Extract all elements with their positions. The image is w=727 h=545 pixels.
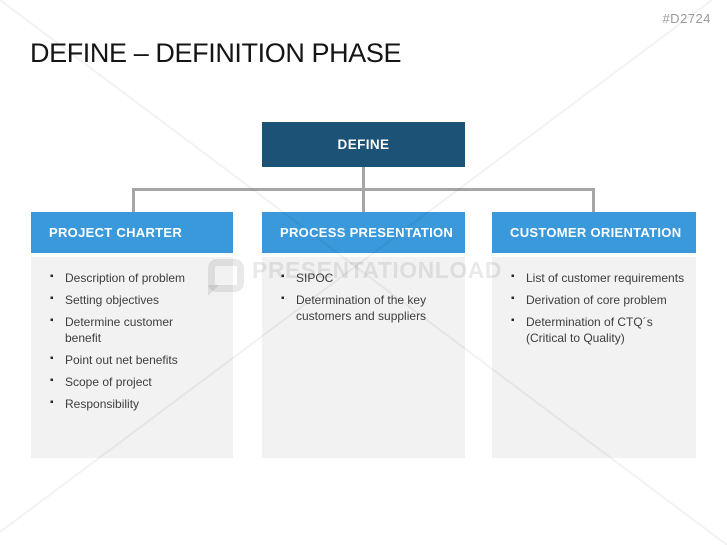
column-body: Description of problem Setting objective… <box>31 257 233 458</box>
column-body: List of customer requirements Derivation… <box>492 257 696 458</box>
column-header: CUSTOMER ORIENTATION <box>492 212 696 253</box>
list-item: Description of problem <box>50 269 207 286</box>
page-title: DEFINE – DEFINITION PHASE <box>30 38 402 68</box>
list-item: List of customer requirements <box>511 269 688 286</box>
connector-vertical-mid <box>362 188 365 212</box>
list-item: SIPOC <box>281 269 439 286</box>
bullet-list: List of customer requirements Derivation… <box>511 269 688 346</box>
connector-vertical-right <box>592 188 595 212</box>
column-customer-orientation: CUSTOMER ORIENTATION List of customer re… <box>492 212 696 458</box>
list-item: Responsibility <box>50 395 207 412</box>
list-item: Determine customer benefit <box>50 313 207 346</box>
bullet-list: SIPOC Determination of the key customers… <box>281 269 439 324</box>
list-item: Determination of CTQ´s (Critical to Qual… <box>511 313 688 346</box>
column-process-presentation: PROCESS PRESENTATION SIPOC Determination… <box>262 212 465 458</box>
connector-vertical-left <box>132 188 135 212</box>
bullet-list: Description of problem Setting objective… <box>50 269 207 412</box>
list-item: Derivation of core problem <box>511 291 688 308</box>
list-item: Setting objectives <box>50 291 207 308</box>
list-item: Scope of project <box>50 373 207 390</box>
connector-root-stub <box>362 167 365 190</box>
column-header: PROCESS PRESENTATION <box>262 212 465 253</box>
list-item: Determination of the key customers and s… <box>281 291 439 324</box>
column-body: SIPOC Determination of the key customers… <box>262 257 465 458</box>
define-root-box: DEFINE <box>262 122 465 167</box>
list-item: Point out net benefits <box>50 351 207 368</box>
catalog-code: #D2724 <box>662 11 711 26</box>
column-project-charter: PROJECT CHARTER Description of problem S… <box>31 212 233 458</box>
column-header: PROJECT CHARTER <box>31 212 233 253</box>
